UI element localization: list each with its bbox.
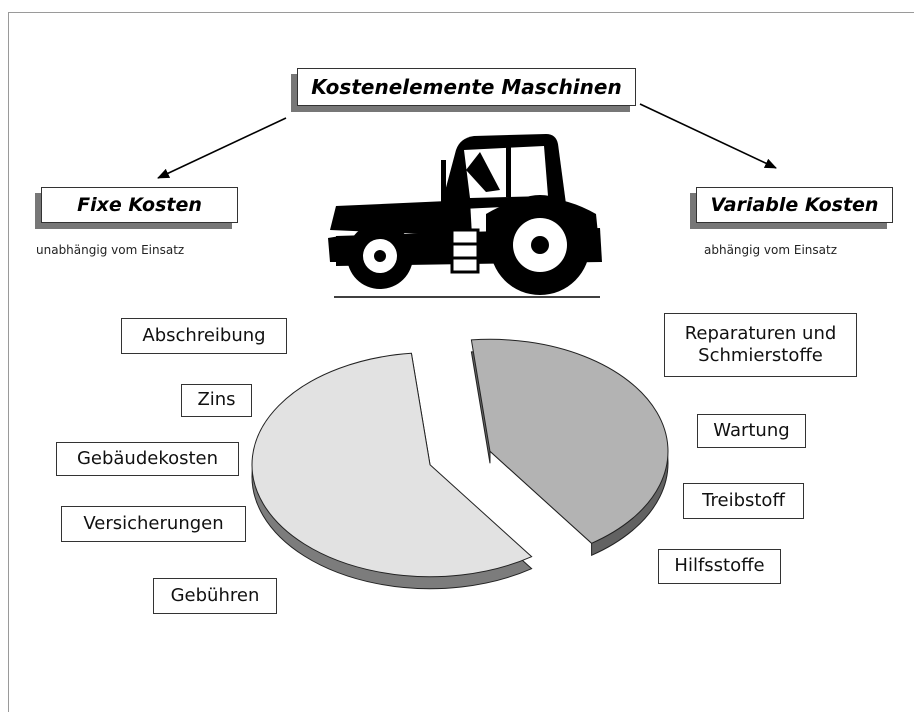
fixed-subtitle: unabhängig vom Einsatz	[36, 243, 185, 257]
page-title: Kostenelemente Maschinen	[297, 68, 636, 106]
fixed-item-zins: Zins	[181, 384, 252, 417]
cost-pie-chart	[251, 338, 669, 590]
variable-item-treibstoff: Treibstoff	[683, 483, 804, 519]
title-box: Kostenelemente Maschinen	[291, 68, 636, 112]
arrow-to-fixed	[157, 117, 287, 179]
fixed-item-gebuehren: Gebühren	[153, 578, 277, 614]
diagram-frame	[8, 12, 914, 712]
pie-slice-fixed	[251, 352, 533, 578]
fixed-item-gebaeudekosten: Gebäudekosten	[56, 442, 239, 476]
variable-heading: Variable Kosten	[696, 187, 893, 223]
variable-item-wartung: Wartung	[697, 414, 806, 448]
fixed-item-abschreibung: Abschreibung	[121, 318, 287, 354]
fixed-item-versicherungen: Versicherungen	[61, 506, 246, 542]
fixed-heading-box: Fixe Kosten	[35, 187, 238, 229]
tractor-icon	[328, 134, 602, 295]
fixed-heading: Fixe Kosten	[41, 187, 238, 223]
variable-subtitle: abhängig vom Einsatz	[704, 243, 837, 257]
variable-heading-box: Variable Kosten	[690, 187, 893, 229]
pie-slice-variable	[470, 338, 669, 544]
variable-item-reparaturen: Reparaturen und Schmierstoffe	[664, 313, 857, 377]
arrow-to-variable	[639, 103, 777, 169]
variable-item-hilfsstoffe: Hilfsstoffe	[658, 549, 781, 584]
